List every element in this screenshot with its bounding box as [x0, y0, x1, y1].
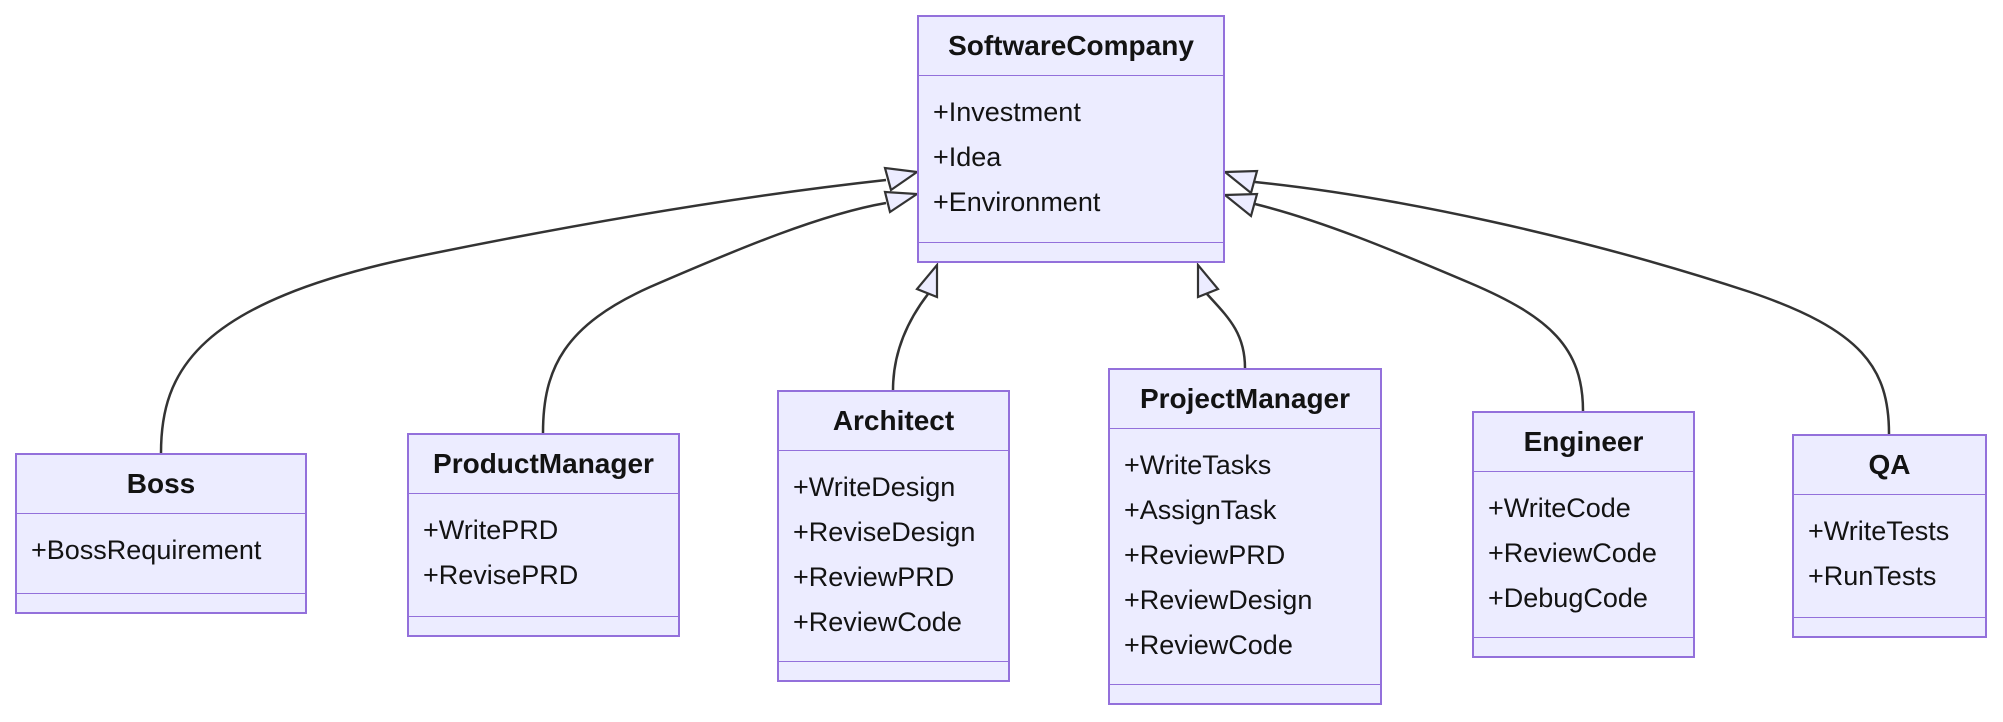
class-attribute: +ReviewPRD	[1124, 540, 1286, 570]
class-attribute: +ReviewDesign	[1124, 585, 1313, 615]
class-methods-empty	[779, 662, 1008, 680]
class-attributes: +WriteDesign +ReviseDesign +ReviewPRD +R…	[779, 451, 1008, 662]
class-methods-empty	[1794, 618, 1985, 636]
inheritance-arrowhead-qa	[1222, 169, 1259, 195]
class-boss: Boss +BossRequirement	[15, 453, 307, 614]
class-engineer: Engineer +WriteCode +ReviewCode +DebugCo…	[1472, 411, 1695, 658]
class-methods-empty	[17, 594, 305, 612]
inheritance-arrowhead-architect	[915, 261, 939, 299]
class-attribute: +RevisePRD	[423, 560, 579, 590]
edge-projectmanager-to-softwarecompany	[1206, 293, 1247, 369]
class-attribute: +ReviewPRD	[793, 562, 955, 592]
inheritance-arrowhead-productmanager	[883, 190, 921, 214]
class-software-company: SoftwareCompany +Investment +Idea +Envir…	[917, 15, 1225, 263]
class-attributes: +WritePRD +RevisePRD	[409, 494, 678, 617]
class-attributes: +WriteTasks +AssignTask +ReviewPRD +Revi…	[1110, 429, 1380, 685]
class-attributes: +WriteCode +ReviewCode +DebugCode	[1474, 472, 1693, 638]
class-attribute: +ReviewCode	[1124, 630, 1293, 660]
class-attribute: +Idea	[933, 142, 1002, 172]
inheritance-arrowhead-projectmanager	[1196, 261, 1220, 299]
class-attribute: +WriteCode	[1488, 493, 1631, 523]
class-attribute: +Environment	[933, 187, 1101, 217]
class-methods-empty	[409, 617, 678, 635]
class-attribute: +ReviewCode	[793, 607, 962, 637]
class-title: Boss	[17, 455, 305, 514]
class-attribute: +AssignTask	[1124, 495, 1277, 525]
class-methods-empty	[919, 243, 1223, 261]
class-title: SoftwareCompany	[919, 17, 1223, 76]
class-methods-empty	[1110, 685, 1380, 703]
class-title: Architect	[779, 392, 1008, 451]
class-title: Engineer	[1474, 413, 1693, 472]
class-attribute: +ReviseDesign	[793, 517, 976, 547]
class-attribute: +WritePRD	[423, 515, 559, 545]
class-attributes: +WriteTests +RunTests	[1794, 495, 1985, 618]
class-product-manager: ProductManager +WritePRD +RevisePRD	[407, 433, 680, 637]
class-attribute: +ReviewCode	[1488, 538, 1657, 568]
class-attributes: +Investment +Idea +Environment	[919, 76, 1223, 243]
class-attributes: +BossRequirement	[17, 514, 305, 594]
class-title: ProductManager	[409, 435, 678, 494]
class-attribute: +DebugCode	[1488, 583, 1648, 613]
class-methods-empty	[1474, 638, 1693, 656]
class-qa: QA +WriteTests +RunTests	[1792, 434, 1987, 638]
class-title: QA	[1794, 436, 1985, 495]
class-attribute: +Investment	[933, 97, 1081, 127]
inheritance-arrowhead-boss	[883, 166, 920, 192]
class-architect: Architect +WriteDesign +ReviseDesign +Re…	[777, 390, 1010, 682]
inheritance-arrowhead-engineer	[1222, 192, 1259, 218]
class-attribute: +BossRequirement	[31, 535, 262, 565]
edge-architect-to-softwarecompany	[891, 293, 929, 391]
class-attribute: +WriteTasks	[1124, 450, 1272, 480]
class-attribute: +RunTests	[1808, 561, 1937, 591]
class-attribute: +WriteDesign	[793, 472, 956, 502]
class-project-manager: ProjectManager +WriteTasks +AssignTask +…	[1108, 368, 1382, 705]
class-title: ProjectManager	[1110, 370, 1380, 429]
class-attribute: +WriteTests	[1808, 516, 1950, 546]
